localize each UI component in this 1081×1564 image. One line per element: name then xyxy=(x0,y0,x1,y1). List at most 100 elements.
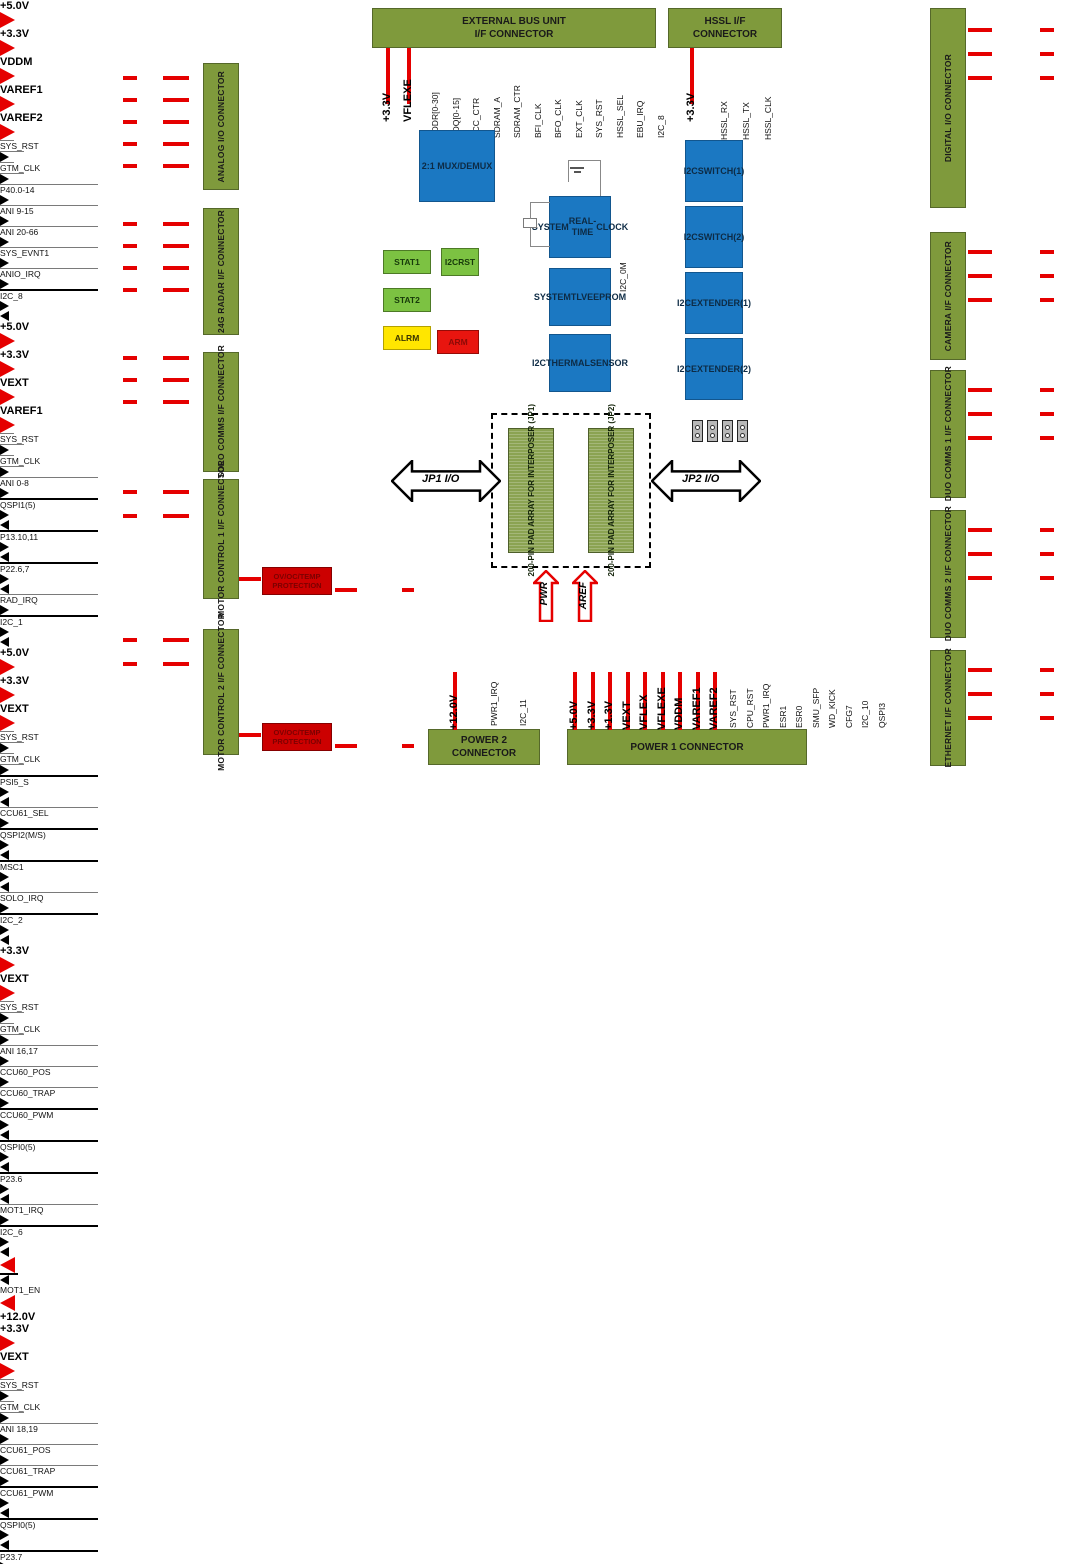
connector-motor2[interactable]: MOTOR CONTROL 2 I/F CONNECTOR xyxy=(203,613,239,771)
power-rail xyxy=(968,274,992,278)
signal-ANI 16,17: ANI 16,17 xyxy=(0,1046,38,1056)
power-rail xyxy=(123,142,137,146)
arrow-r xyxy=(0,1498,9,1508)
signal-ACC_CTR: ACC_CTR xyxy=(471,97,481,138)
signal-ADDR[0-30]: ADDR[0-30] xyxy=(430,92,440,138)
connector-line xyxy=(0,173,24,174)
power-rail xyxy=(123,662,137,666)
arrow-r xyxy=(0,1434,9,1444)
arrow-l xyxy=(0,797,9,807)
power-rail xyxy=(1040,388,1054,392)
power-rail xyxy=(1040,250,1054,254)
arrow-r xyxy=(0,417,15,433)
connector-line xyxy=(0,433,14,434)
connector-duo2[interactable]: DUO COMMS 2 I/F CONNECTOR xyxy=(930,506,966,642)
power-rail xyxy=(163,356,189,360)
arrow-r xyxy=(0,715,15,731)
arrow-l xyxy=(0,637,9,647)
connector-line xyxy=(0,455,14,456)
arrow-r xyxy=(0,1335,15,1351)
pwr-arrow-label: PWR xyxy=(539,582,550,606)
power-rail xyxy=(968,576,992,580)
signal-HSSL_TX: HSSL_TX xyxy=(741,102,751,140)
aref-arrow-label: AREF xyxy=(578,582,589,610)
power-rail xyxy=(968,52,992,56)
signal-MSC1: MSC1 xyxy=(0,862,24,872)
arrow-l xyxy=(0,552,9,562)
arrow-r xyxy=(0,68,15,84)
signal-I2C_1: I2C_1 xyxy=(0,617,23,627)
crystal-wire xyxy=(530,246,550,247)
jumper-header-4[interactable] xyxy=(737,420,748,442)
power-rail xyxy=(591,672,595,730)
arrow-r xyxy=(0,574,9,584)
power-rail xyxy=(968,76,992,80)
connector-label: ANALOG I/O CONNECTOR xyxy=(215,70,226,183)
jumper-header-2[interactable] xyxy=(707,420,718,442)
jp2-io-arrow xyxy=(651,460,761,502)
arrow-r xyxy=(0,840,9,850)
power-label-VEXT: VEXT xyxy=(0,377,29,389)
arrow-l xyxy=(0,1540,9,1550)
arrow-r xyxy=(0,659,15,675)
crystal-wire xyxy=(530,228,531,246)
jumper-header-3[interactable] xyxy=(722,420,733,442)
connector-camera[interactable]: CAMERA I/F CONNECTOR xyxy=(930,232,966,360)
arrow-r xyxy=(0,1120,9,1130)
signal-ANI 0-8: ANI 0-8 xyxy=(0,478,29,488)
connector-radar[interactable]: 24G RADAR I/F CONNECTOR xyxy=(203,208,239,335)
power-label-VAREF2: VAREF2 xyxy=(708,687,720,730)
power-rail xyxy=(163,400,189,404)
signal-CCU61_TRAP: CCU61_TRAP xyxy=(0,1466,56,1476)
ctrl-label-GTM_CLK: GTM_CLK xyxy=(0,163,41,173)
power-rail xyxy=(453,672,457,730)
arrow-r xyxy=(0,237,9,247)
arrow-r xyxy=(0,1455,9,1465)
arrow-r xyxy=(0,765,9,775)
arrow-r xyxy=(0,216,9,226)
connector-label: DIGITAL I/O CONNECTOR xyxy=(942,53,953,163)
arrow-l xyxy=(0,584,9,594)
signal-ANI 9-15: ANI 9-15 xyxy=(0,206,34,216)
connector-line xyxy=(0,162,14,163)
arrow-r xyxy=(0,1413,9,1423)
power-rail xyxy=(678,672,682,730)
signal-CCU60_POS: CCU60_POS xyxy=(0,1067,51,1077)
power-label-VEXT: VEXT xyxy=(0,973,29,985)
jumper-header-1[interactable] xyxy=(692,420,703,442)
power-rail xyxy=(1040,528,1054,532)
signal-ADQ[0-15]: ADQ[0-15] xyxy=(451,97,461,138)
connector-solo[interactable]: SOLO COMMS I/F CONNECTOR xyxy=(203,345,239,479)
arrow-r xyxy=(0,687,15,703)
connector-label: SOLO COMMS I/F CONNECTOR xyxy=(215,345,226,479)
power-label-+3.3V: +3.3V xyxy=(0,675,30,687)
signal-QSPI0(5): QSPI0(5) xyxy=(0,1520,36,1530)
power-rail xyxy=(626,672,630,730)
arrow-r xyxy=(0,40,15,56)
connector-line xyxy=(0,562,98,564)
ctrl-label-SYS_RST: SYS_RST xyxy=(0,732,39,742)
connector-digital_io[interactable]: DIGITAL I/O CONNECTOR xyxy=(930,8,966,208)
power-label-VFLEXE: VFLEXE xyxy=(402,79,414,122)
connector-duo1[interactable]: DUO COMMS 1 I/F CONNECTOR xyxy=(930,366,966,502)
power-rail xyxy=(1040,52,1054,56)
connector-motor1[interactable]: MOTOR CONTROL 1 I/F CONNECTOR xyxy=(203,460,239,618)
arrow-l xyxy=(0,1162,9,1172)
arrow-r xyxy=(0,1391,9,1401)
arrow-r xyxy=(0,957,15,973)
power-rail xyxy=(163,662,189,666)
connector-ethernet[interactable]: ETHERNET I/F CONNECTOR xyxy=(930,648,966,768)
connector-power1[interactable]: POWER 1 CONNECTOR xyxy=(567,729,807,765)
crystal-icon xyxy=(523,218,537,228)
connector-analog_io[interactable]: ANALOG I/O CONNECTOR xyxy=(203,63,239,190)
power-label-+3.3V: +3.3V xyxy=(0,945,30,957)
signal-EBU_IRQ: EBU_IRQ xyxy=(635,100,645,138)
arrow-r xyxy=(0,1363,15,1379)
signal-P23.7: P23.7 xyxy=(0,1552,23,1562)
connector-line xyxy=(0,530,98,532)
